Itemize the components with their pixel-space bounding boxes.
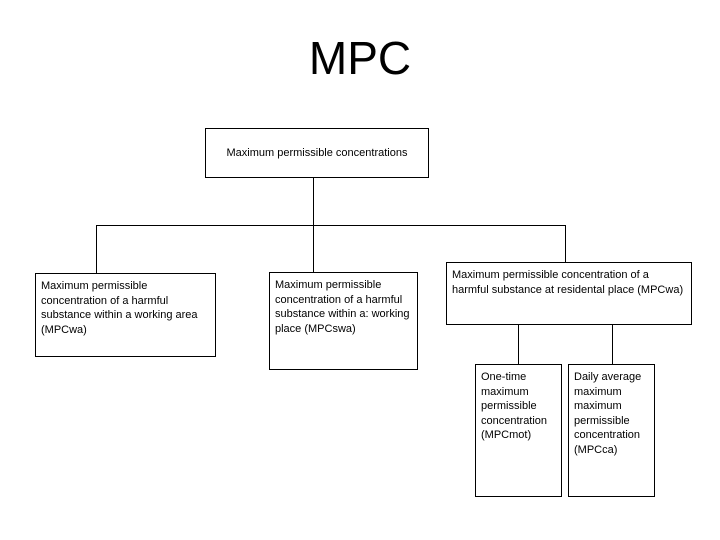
connector-drop-mpc-wa xyxy=(96,225,97,273)
node-mpc-mot[interactable]: One-time maximum permissible concentrati… xyxy=(475,364,562,497)
node-mpc-wa[interactable]: Maximum permissible concentration of a h… xyxy=(35,273,216,357)
connector-drop-mpc-residental xyxy=(565,225,566,262)
node-mpc-root[interactable]: Maximum permissible concentrations xyxy=(205,128,429,178)
connector-root-trunk xyxy=(313,178,314,225)
page-title: MPC xyxy=(308,32,412,84)
connector-drop-mpc-swa xyxy=(313,225,314,272)
node-mpc-ca[interactable]: Daily average maximum maximum permissibl… xyxy=(568,364,655,497)
connector-drop-mpc-mot xyxy=(518,325,519,364)
node-mpc-swa[interactable]: Maximum permissible concentration of a h… xyxy=(269,272,418,370)
connector-level2-bus xyxy=(96,225,566,226)
node-mpc-residental[interactable]: Maximum permissible concentration of a h… xyxy=(446,262,692,325)
connector-drop-mpc-ca xyxy=(612,325,613,364)
